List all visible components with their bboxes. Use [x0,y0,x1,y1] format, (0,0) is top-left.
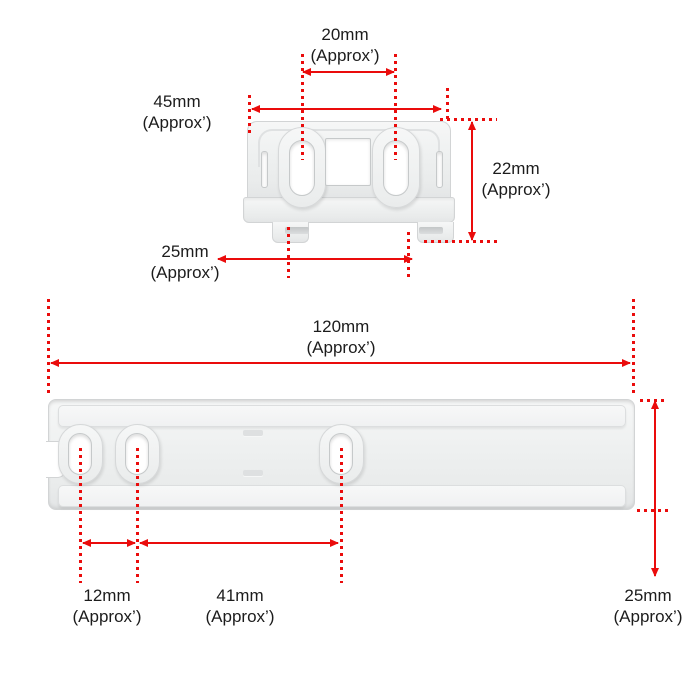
bracket-base [243,197,455,223]
bracket-hook-notch-right [419,227,443,234]
bracket-center-hole [325,138,371,186]
extension-line-rail-right-end [632,299,635,397]
dim-arrow-rail-hole-spacing-mid [139,539,339,547]
dim-label-bracket-tab-spacing: 25mm (Approx’) [130,241,240,283]
dim-label-rail-hole-spacing-mid: 41mm (Approx’) [185,585,295,627]
bracket-side-slit-right [436,151,443,188]
dim-approx: (Approx’) [142,113,212,132]
dim-arrow-rail-hole-spacing-left [82,539,136,547]
dim-arrow-bracket-tab-spacing [217,255,413,263]
dim-label-rail-length: 120mm (Approx’) [286,316,396,358]
dim-arrow-rail-height [651,400,659,577]
dim-arrow-bracket-width [251,105,442,113]
dim-value: 120mm [312,317,370,336]
dim-label-rail-hole-spacing-left: 12mm (Approx’) [52,585,162,627]
dim-value: 45mm [153,92,201,111]
extension-line-bracket-slot-right [394,54,397,160]
dim-approx: (Approx’) [150,263,220,282]
dim-value: 41mm [216,586,264,605]
dim-value: 25mm [161,242,209,261]
extension-line-rail-left-end [47,299,50,397]
dim-approx: (Approx’) [72,607,142,626]
extension-line-bracket-tab-left [287,227,290,278]
dim-approx: (Approx’) [205,607,275,626]
bracket-slot-hole-left [289,140,315,196]
dim-arrow-bracket-hole-spacing [302,68,395,76]
dim-label-rail-height: 25mm (Approx’) [596,585,700,627]
dim-approx: (Approx’) [310,46,380,65]
dim-approx: (Approx’) [481,180,551,199]
bracket-ridge-line [258,129,440,167]
extension-line-rail-hole-1 [79,448,82,583]
dim-value: 25mm [624,586,672,605]
dim-value: 22mm [492,159,540,178]
extension-line-rail-bottom [637,509,668,512]
bracket-hook-notch-left [285,227,309,234]
rail-mold-mark-2 [243,470,263,476]
dim-approx: (Approx’) [613,607,683,626]
extension-line-rail-hole-2 [136,448,139,583]
extension-line-bracket-slot-left [301,54,304,160]
dim-label-bracket-width: 45mm (Approx’) [122,91,232,133]
dim-arrow-rail-length [50,359,631,367]
extension-line-bracket-right-edge [446,88,449,122]
extension-line-bracket-top [440,118,497,121]
dim-approx: (Approx’) [306,338,376,357]
extension-line-bracket-left-edge [248,95,251,135]
bracket-side-slit-left [261,151,268,188]
dim-value: 20mm [321,25,369,44]
dim-arrow-bracket-height [468,121,476,241]
extension-line-rail-hole-3 [340,448,343,583]
dim-label-bracket-hole-spacing: 20mm (Approx’) [290,24,400,66]
extension-line-bracket-bottom [424,240,497,243]
dim-value: 12mm [83,586,131,605]
rail-mold-mark-1 [243,430,263,436]
dim-label-bracket-height: 22mm (Approx’) [461,158,571,200]
